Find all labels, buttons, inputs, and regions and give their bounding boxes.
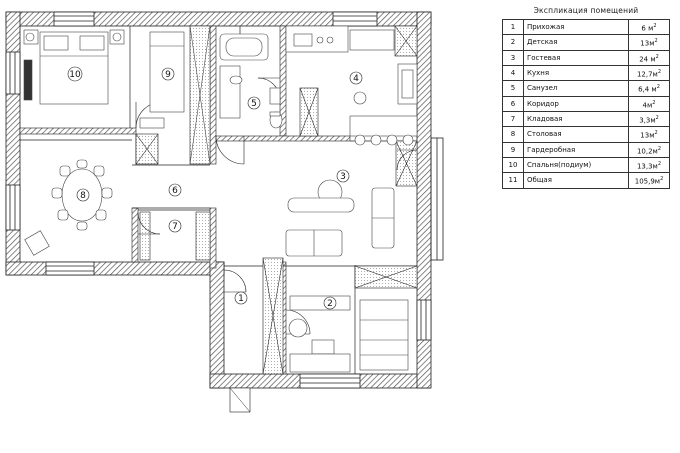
room-label-9: 9 [165,70,171,80]
room-label-7: 7 [172,222,178,232]
bathroom-fixtures [219,33,283,129]
area-unit-exponent: 2 [657,145,662,152]
room-area: 105,9м2 [628,172,670,189]
schedule-title: Экспликация помещений [533,6,639,15]
room-label-1: 1 [238,294,244,304]
area-unit-exponent: 2 [654,38,658,45]
row-number: 4 [502,64,524,82]
room-area: 12,7м2 [628,64,670,82]
area-value: 13,3м [636,162,658,171]
area-unit-exponent: 2 [655,114,659,121]
living-furniture [285,179,395,257]
area-value: 105,9м [634,177,661,186]
room-name: Столовая [523,126,629,143]
row-number: 3 [502,49,524,66]
area-unit-exponent: 2 [656,84,660,91]
area-value: 6,4 м [638,85,657,94]
dining-furniture [24,159,113,256]
row-number: 8 [502,126,524,143]
room-area: 13м2 [628,34,670,51]
room-name: Кладовая [523,110,629,128]
area-unit-exponent: 2 [657,68,662,75]
room-name: Спальня(подиум) [523,156,629,174]
doors [135,77,418,413]
row-number: 7 [502,110,524,128]
area-value: 4м [642,100,653,109]
row-number: 5 [502,80,524,97]
area-unit-exponent: 2 [654,130,658,137]
room-label-8: 8 [80,191,86,201]
area-value: 3,3м [639,116,656,125]
room-markers [67,66,363,310]
kids-furniture [288,295,409,373]
area-value: 12,7м [636,70,658,79]
room-label-3: 3 [340,172,346,182]
room-label-6: 6 [172,186,178,196]
room-area: 3,3м2 [628,110,670,128]
room-name: Кухня [523,64,629,82]
room-name: Коридор [523,95,629,112]
row-number: 10 [502,156,524,174]
room-numbers: 1 2 3 4 5 6 7 8 9 10 [69,70,359,309]
row-number: 11 [502,172,524,189]
area-unit-exponent: 2 [652,99,656,106]
room-label-10: 10 [69,70,81,80]
room-label-5: 5 [251,99,257,109]
area-unit-exponent: 2 [655,53,659,60]
bedroom-furniture [23,29,185,129]
area-unit-exponent: 2 [660,176,664,183]
room-area: 6 м2 [628,18,670,36]
room-name: Гардеробная [523,141,629,158]
room-area: 10,2м2 [628,141,670,158]
area-value: 13м [640,131,655,140]
room-label-4: 4 [353,74,359,84]
row-number: 2 [502,34,524,51]
area-value: 6 м [641,24,654,33]
area-value: 10,2м [636,146,658,155]
row-number: 1 [502,18,524,36]
floor-plan: 1 2 3 4 5 6 7 8 9 10 [5,11,444,413]
room-name: Общая [523,172,629,189]
area-value: 13м [640,39,655,48]
row-number: 9 [502,141,524,158]
room-name: Детская [523,34,629,51]
room-name: Прихожая [523,18,629,36]
room-area: 24 м2 [628,49,670,66]
windows [5,11,432,389]
area-value: 24 м [639,54,656,63]
kitchen-furniture [285,25,418,146]
room-label-2: 2 [327,299,333,309]
area-unit-exponent: 2 [657,160,662,167]
room-area: 13,3м2 [628,156,670,174]
room-area: 13м2 [628,126,670,143]
room-area: 6,4 м2 [628,80,670,97]
area-unit-exponent: 2 [653,23,657,29]
row-number: 6 [502,95,524,112]
balcony [430,137,444,261]
room-area: 4м2 [628,95,670,112]
storage-blocks [135,25,418,375]
room-name: Санузел [523,80,629,97]
room-name: Гостевая [523,49,629,66]
